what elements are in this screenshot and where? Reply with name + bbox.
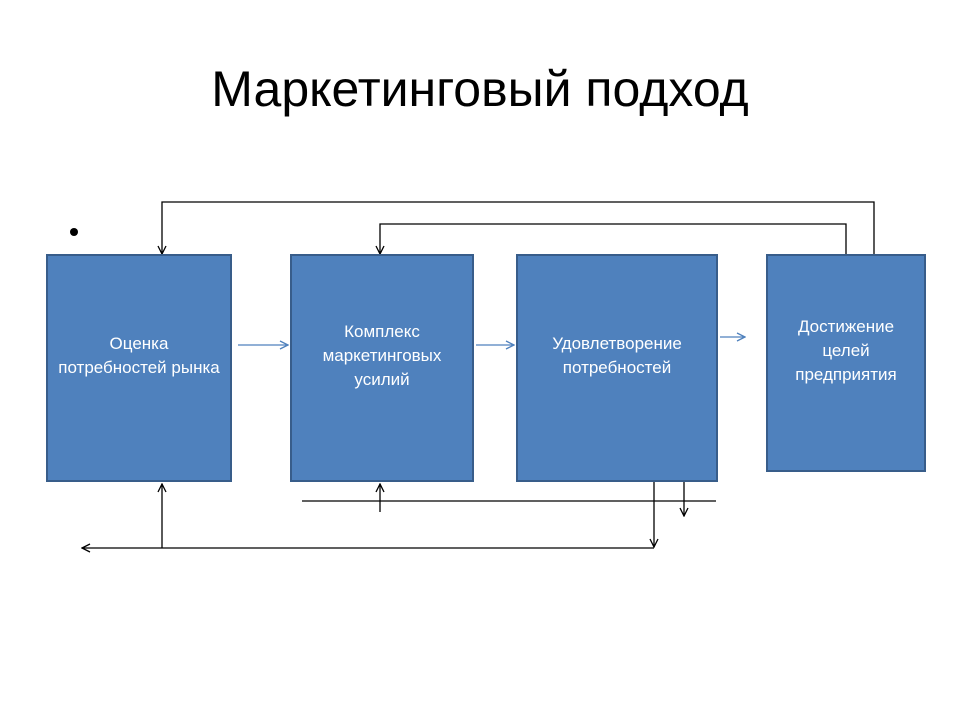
box-market-needs-assessment: Оценка потребностей рынка [46, 254, 232, 482]
page-title: Маркетинговый подход [211, 61, 749, 117]
feedback-line-outer [162, 201, 875, 254]
box-company-goals: Достижение целей предприятия [766, 254, 926, 472]
box-label: Оценка потребностей рынка [58, 334, 220, 377]
box-needs-satisfaction: Удовлетворение потребностей [516, 254, 718, 482]
box-label: Достижение целей предприятия [795, 317, 897, 384]
box-label: Комплекс маркетинговых усилий [322, 322, 442, 389]
box-marketing-mix: Комплекс маркетинговых усилий [290, 254, 474, 482]
bullet-point [70, 228, 78, 236]
box-label: Удовлетворение потребностей [552, 334, 682, 377]
feedback-line-inner [380, 223, 847, 254]
